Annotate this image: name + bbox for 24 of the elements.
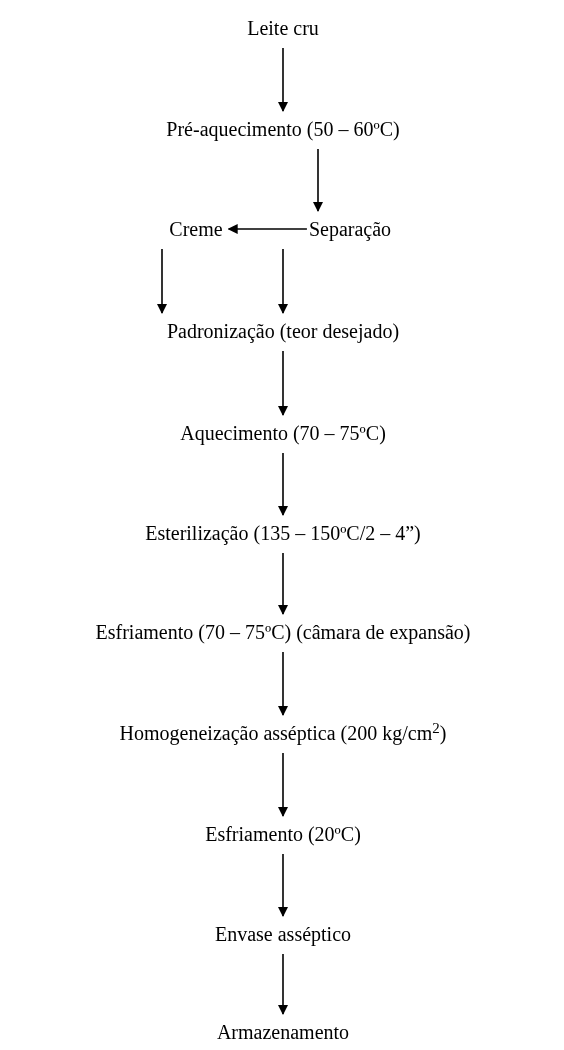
step-label: Esfriamento (70 – 75ºC) (câmara de expansão) bbox=[95, 620, 471, 644]
arrow bbox=[278, 47, 288, 112]
arrow bbox=[227, 224, 308, 234]
step-label: Esterilização (135 – 150ºC/2 – 4”) bbox=[145, 521, 421, 545]
step-label: Armazenamento bbox=[216, 1020, 350, 1044]
arrow bbox=[278, 651, 288, 716]
arrow bbox=[278, 552, 288, 615]
step-label: Pré-aquecimento (50 – 60ºC) bbox=[166, 117, 400, 141]
arrow bbox=[278, 452, 288, 516]
step-label: Homogeneização asséptica (200 kg/cm$^{2}$) bbox=[119, 721, 447, 745]
step-label: Separação bbox=[308, 217, 392, 241]
arrow bbox=[278, 953, 288, 1015]
step-label: Creme bbox=[169, 217, 223, 241]
step-label: Leite cru bbox=[247, 16, 319, 40]
arrow bbox=[278, 853, 288, 917]
step-label: Envase asséptico bbox=[214, 922, 352, 946]
step-label: Esfriamento (20ºC) bbox=[205, 822, 361, 846]
arrow bbox=[278, 248, 288, 314]
arrow bbox=[278, 752, 288, 817]
step-label: Aquecimento (70 – 75ºC) bbox=[180, 421, 386, 445]
step-label: Padronização (teor desejado) bbox=[166, 319, 400, 343]
arrow bbox=[278, 350, 288, 416]
arrow bbox=[157, 248, 167, 314]
arrow bbox=[313, 148, 323, 212]
